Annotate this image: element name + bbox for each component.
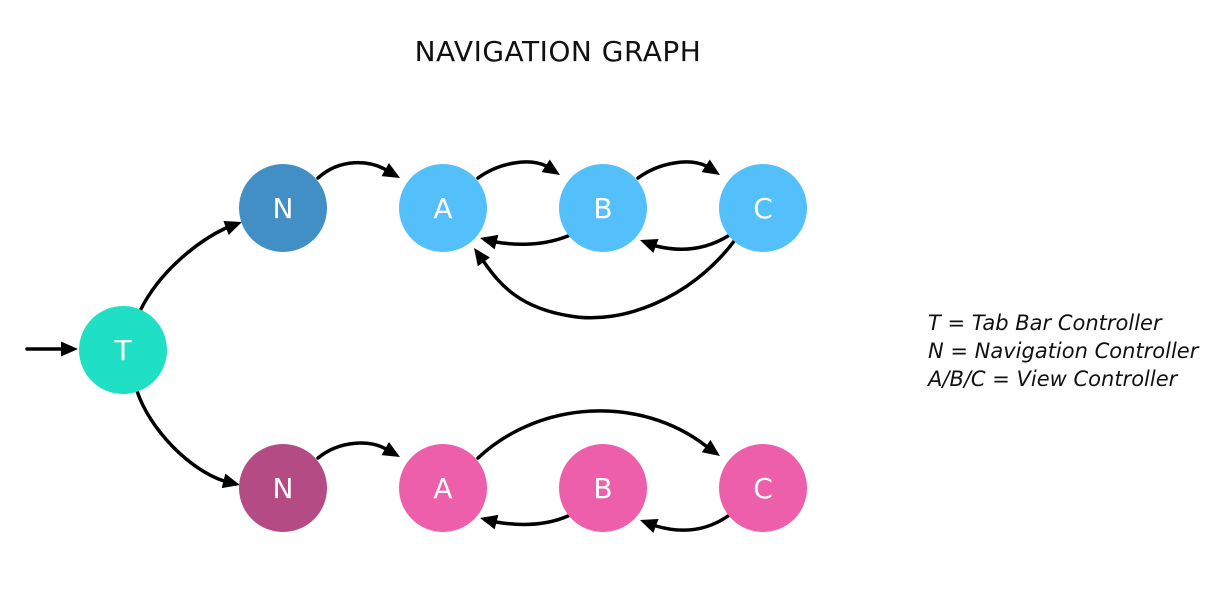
node-label: N (273, 472, 294, 505)
node-n1: N (239, 164, 327, 252)
edge-t-to-n2 (135, 389, 240, 489)
edge-n2-to-a2 (316, 441, 400, 460)
node-label: N (273, 192, 294, 225)
edge-n2-to-a2-line (316, 441, 388, 460)
edge-c1-to-a1 (474, 238, 737, 320)
diagram-title: NAVIGATION GRAPH (415, 35, 702, 68)
arrowhead-icon (381, 442, 400, 457)
arrowhead-icon (61, 341, 78, 357)
legend-line-view-controller: A/B/C = View Controller (926, 367, 1179, 391)
edge-b1-to-a1-line (494, 234, 570, 246)
node-circle (399, 444, 487, 532)
edge-a2-to-c2 (476, 409, 720, 460)
node-n2: N (239, 444, 327, 532)
edge-t-to-n1-line (138, 226, 228, 313)
arrowhead-icon (480, 234, 499, 250)
edge-a2-to-c2-line (476, 409, 708, 460)
node-circle (399, 164, 487, 252)
node-b1: B (559, 164, 647, 252)
arrowhead-icon (701, 440, 720, 456)
node-circle (559, 444, 647, 532)
arrowhead-icon (223, 220, 242, 235)
node-label: A (433, 472, 452, 505)
edge-n1-to-a1 (316, 160, 400, 180)
node-label: B (593, 192, 612, 225)
node-circle (239, 164, 327, 252)
edges-layer (25, 159, 737, 533)
node-b2: B (559, 444, 647, 532)
arrowhead-icon (480, 514, 499, 530)
node-label: C (753, 472, 773, 505)
node-circle (719, 164, 807, 252)
arrowhead-icon (474, 248, 490, 267)
node-label: C (753, 192, 773, 225)
node-circle (239, 444, 327, 532)
edge-b1-to-c1-line (636, 160, 708, 180)
edge-t-to-n1 (138, 220, 242, 313)
edge-b2-to-a2-line (494, 514, 570, 527)
edge-c1-to-a1-line (482, 238, 737, 320)
edge-c2-to-b2 (640, 514, 730, 533)
node-a1: A (399, 164, 487, 252)
node-label: T (113, 334, 132, 367)
edge-c1-to-b1 (640, 234, 730, 253)
legend: T = Tab Bar Controller N = Navigation Co… (926, 311, 1200, 391)
arrowhead-icon (640, 238, 659, 253)
edge-b1-to-c1 (636, 159, 720, 180)
edge-c2-to-b2-line (654, 514, 730, 532)
legend-line-tab-bar: T = Tab Bar Controller (928, 311, 1163, 335)
edge-b2-to-a2 (480, 514, 570, 530)
arrowhead-icon (541, 159, 560, 175)
edge-a1-to-b1-line (476, 160, 548, 180)
arrowhead-icon (221, 473, 240, 489)
edge-n1-to-a1-line (316, 160, 388, 180)
edge-t-to-n2-line (135, 389, 226, 483)
node-c2: C (719, 444, 807, 532)
arrowhead-icon (381, 163, 400, 178)
node-a2: A (399, 444, 487, 532)
legend-line-navigation: N = Navigation Controller (928, 339, 1200, 363)
nodes-layer: T N A B C N A B C (79, 164, 807, 532)
node-label: A (433, 192, 452, 225)
edge-b1-to-a1 (480, 234, 570, 250)
edge-c1-to-b1-line (654, 234, 730, 251)
node-c1: C (719, 164, 807, 252)
edge-entry-to-t (25, 341, 78, 357)
arrowhead-icon (640, 518, 659, 533)
node-label: B (593, 472, 612, 505)
node-circle (559, 164, 647, 252)
edge-a1-to-b1 (476, 159, 560, 180)
arrowhead-icon (701, 159, 720, 175)
node-t: T (79, 306, 167, 394)
node-circle (79, 306, 167, 394)
node-circle (719, 444, 807, 532)
